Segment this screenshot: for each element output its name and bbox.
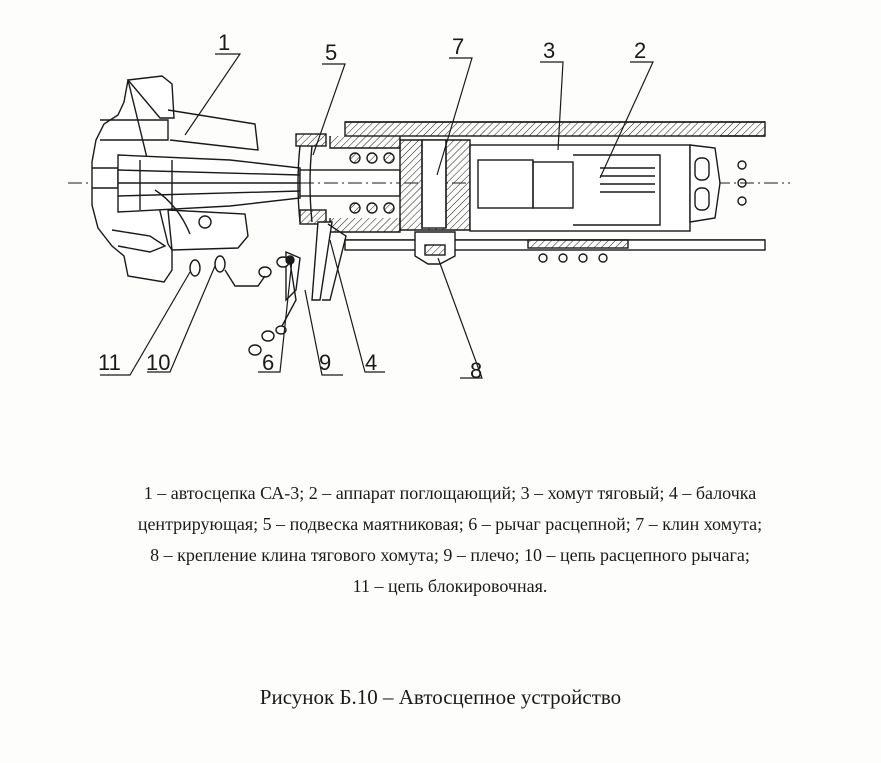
callout-4: 4 bbox=[365, 350, 377, 375]
legend-line: 1 – автосцепка СА-3; 2 – аппарат поглоща… bbox=[143, 483, 757, 503]
callout-5: 5 bbox=[325, 40, 337, 65]
centering-beam-and-lever bbox=[285, 221, 347, 302]
chains bbox=[189, 255, 297, 356]
center-sill-end bbox=[720, 135, 765, 206]
callout-2: 2 bbox=[634, 38, 646, 63]
callout-3: 3 bbox=[543, 38, 555, 63]
callout-labels: 1 2 3 4 5 6 7 8 9 10 11 bbox=[98, 30, 646, 383]
coupler-drawing: 1 2 3 4 5 6 7 8 9 10 11 bbox=[68, 30, 790, 383]
wedge-fastening bbox=[414, 231, 456, 265]
legend-line: центрирующая; 5 – подвеска маятниковая; … bbox=[137, 514, 763, 534]
callout-7: 7 bbox=[452, 34, 464, 59]
callout-10: 10 bbox=[146, 350, 170, 375]
figure-legend: 1 – автосцепка СА-3; 2 – аппарат поглоща… bbox=[40, 478, 860, 602]
callout-11: 11 bbox=[98, 350, 121, 375]
yoke-wedge bbox=[399, 139, 471, 231]
coupler-head bbox=[91, 75, 301, 283]
leader-lines bbox=[100, 53, 654, 379]
callout-9: 9 bbox=[319, 350, 331, 375]
pendulum-suspension bbox=[295, 133, 327, 225]
callout-1: 1 bbox=[218, 30, 230, 55]
draft-gear bbox=[469, 144, 721, 232]
shank-spring bbox=[349, 152, 395, 214]
legend-line: 8 – крепление клина тягового хомута; 9 –… bbox=[150, 545, 750, 565]
legend-line: 11 – цепь блокировочная. bbox=[352, 576, 548, 596]
mounting-bolts bbox=[527, 239, 629, 263]
callout-8: 8 bbox=[470, 358, 482, 383]
figure-caption: Рисунок Б.10 – Автосцепное устройство bbox=[259, 685, 622, 709]
callout-6: 6 bbox=[262, 350, 274, 375]
